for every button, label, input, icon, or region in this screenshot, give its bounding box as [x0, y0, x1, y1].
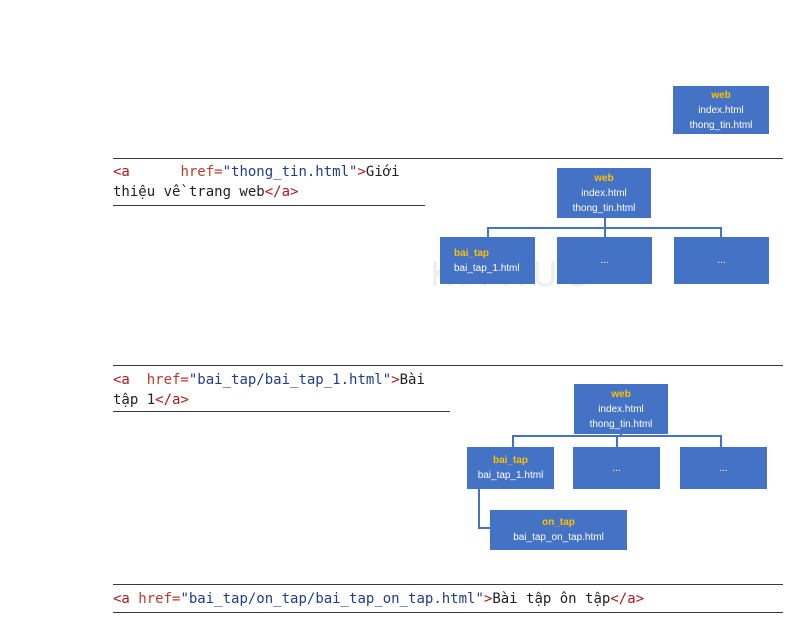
tree-connector — [720, 435, 722, 447]
divider-line — [113, 205, 425, 206]
folder-box-other: ... — [680, 447, 767, 489]
code-snippet-3: <a href="bai_tap/on_tap/bai_tap_on_tap.h… — [113, 591, 645, 607]
folder-box-other: ... — [557, 237, 652, 284]
folder-box-other: ... — [674, 237, 769, 284]
divider-line — [113, 584, 783, 585]
tree-connector — [604, 218, 606, 228]
folder-box-bai-tap: bai_tap bai_tap_1.html — [467, 447, 554, 489]
code-snippet-2: <a href="bai_tap/bai_tap_1.html">Bài tập… — [113, 372, 425, 408]
divider-line — [113, 612, 783, 613]
folder-name: web — [711, 89, 731, 101]
tree-connector — [478, 489, 480, 529]
tree-connector — [478, 527, 490, 529]
tree-connector — [720, 227, 722, 237]
file-name: index.html — [698, 104, 744, 116]
divider-line — [113, 411, 450, 412]
tree-connector — [487, 227, 489, 237]
folder-box-web: web index.html thong_tin.html — [557, 168, 651, 218]
file-name: thong_tin.html — [689, 119, 753, 131]
divider-line — [113, 365, 783, 366]
divider-line — [113, 158, 783, 159]
folder-box-other: ... — [573, 447, 660, 489]
folder-box-on-tap: on_tap bai_tap_on_tap.html — [490, 510, 627, 550]
folder-box-bai-tap: bai_tap bai_tap_1.html — [440, 237, 535, 284]
tree-connector — [616, 435, 618, 447]
folder-box-web: web index.html thong_tin.html — [673, 86, 769, 134]
tree-connector — [512, 435, 514, 447]
tree-connector — [604, 227, 606, 237]
code-snippet-1: <a href="thong_tin.html">Giới thiệu về t… — [113, 164, 400, 200]
folder-box-web: web index.html thong_tin.html — [574, 384, 668, 434]
